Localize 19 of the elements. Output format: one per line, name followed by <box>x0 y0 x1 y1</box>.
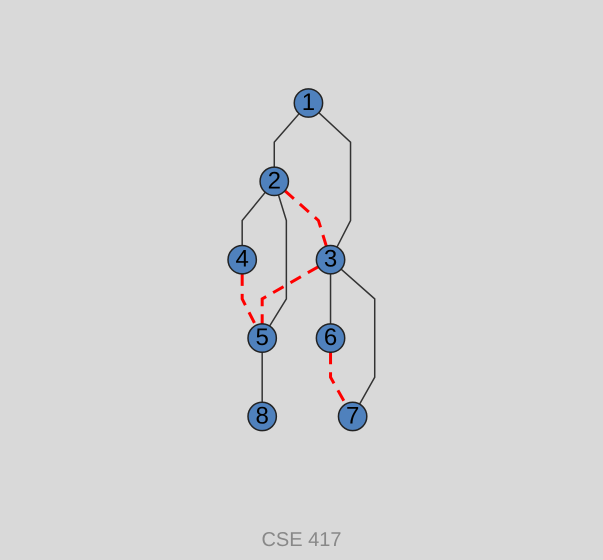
node-circle: 4 <box>227 245 258 275</box>
connector <box>240 274 258 326</box>
node-circle: 7 <box>338 402 368 432</box>
connector <box>330 274 332 324</box>
connector <box>262 352 264 403</box>
connector <box>269 194 288 327</box>
node-circle: 3 <box>316 245 346 275</box>
connector <box>284 190 328 247</box>
node-circle: 2 <box>259 166 290 197</box>
node-circle: 8 <box>247 402 278 432</box>
connector <box>340 268 376 405</box>
node-circle: 5 <box>247 323 278 354</box>
connector <box>318 112 352 248</box>
node-circle: 1 <box>294 88 324 118</box>
connector <box>260 266 320 324</box>
note-text: CSE 417 <box>261 529 342 551</box>
connector <box>274 113 300 168</box>
node-circle: 6 <box>316 323 346 354</box>
connector <box>242 192 266 246</box>
